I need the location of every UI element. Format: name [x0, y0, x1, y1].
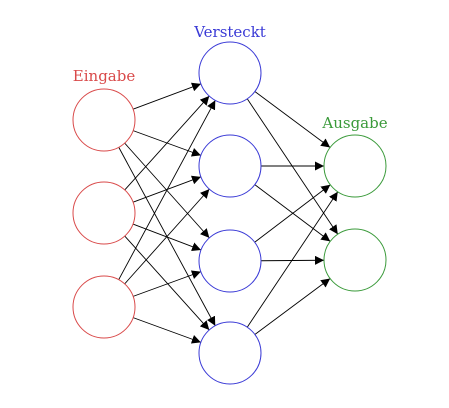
input-node-2: [72, 181, 136, 245]
edge-input-2-to-hidden-4: [124, 235, 210, 331]
edge-input-3-to-hidden-3: [132, 270, 202, 297]
input-layer: Eingabe: [72, 67, 136, 339]
edge-hidden-1-to-output-2: [246, 98, 339, 235]
edge-input-2-to-hidden-1: [124, 95, 210, 191]
input-layer-label: Eingabe: [73, 67, 136, 85]
edge-hidden-4-to-output-1: [246, 191, 339, 328]
connection-edges: [118, 82, 339, 344]
edge-input-3-to-hidden-4: [132, 317, 202, 344]
output-layer-label: Ausgabe: [321, 114, 387, 132]
hidden-layer-label: Versteckt: [193, 23, 266, 41]
output-layer: Ausgabe: [321, 114, 388, 292]
input-node-3: [72, 275, 136, 339]
hidden-node-2: [198, 134, 262, 198]
hidden-node-3: [198, 229, 262, 293]
edge-input-1-to-hidden-1: [132, 82, 202, 110]
edge-hidden-1-to-output-1: [254, 91, 331, 148]
edge-hidden-3-to-output-2: [260, 255, 325, 265]
hidden-layer: Versteckt: [193, 23, 266, 385]
hidden-node-1: [198, 41, 262, 105]
hidden-node-4: [198, 321, 262, 385]
edge-hidden-3-to-output-1: [254, 184, 331, 243]
output-node-2: [323, 228, 387, 292]
edge-hidden-4-to-output-2: [254, 278, 331, 335]
input-node-1: [72, 88, 136, 152]
output-node-1: [323, 134, 387, 198]
edge-input-3-to-hidden-2: [124, 188, 210, 285]
edge-input-3-to-hidden-1: [118, 100, 216, 280]
